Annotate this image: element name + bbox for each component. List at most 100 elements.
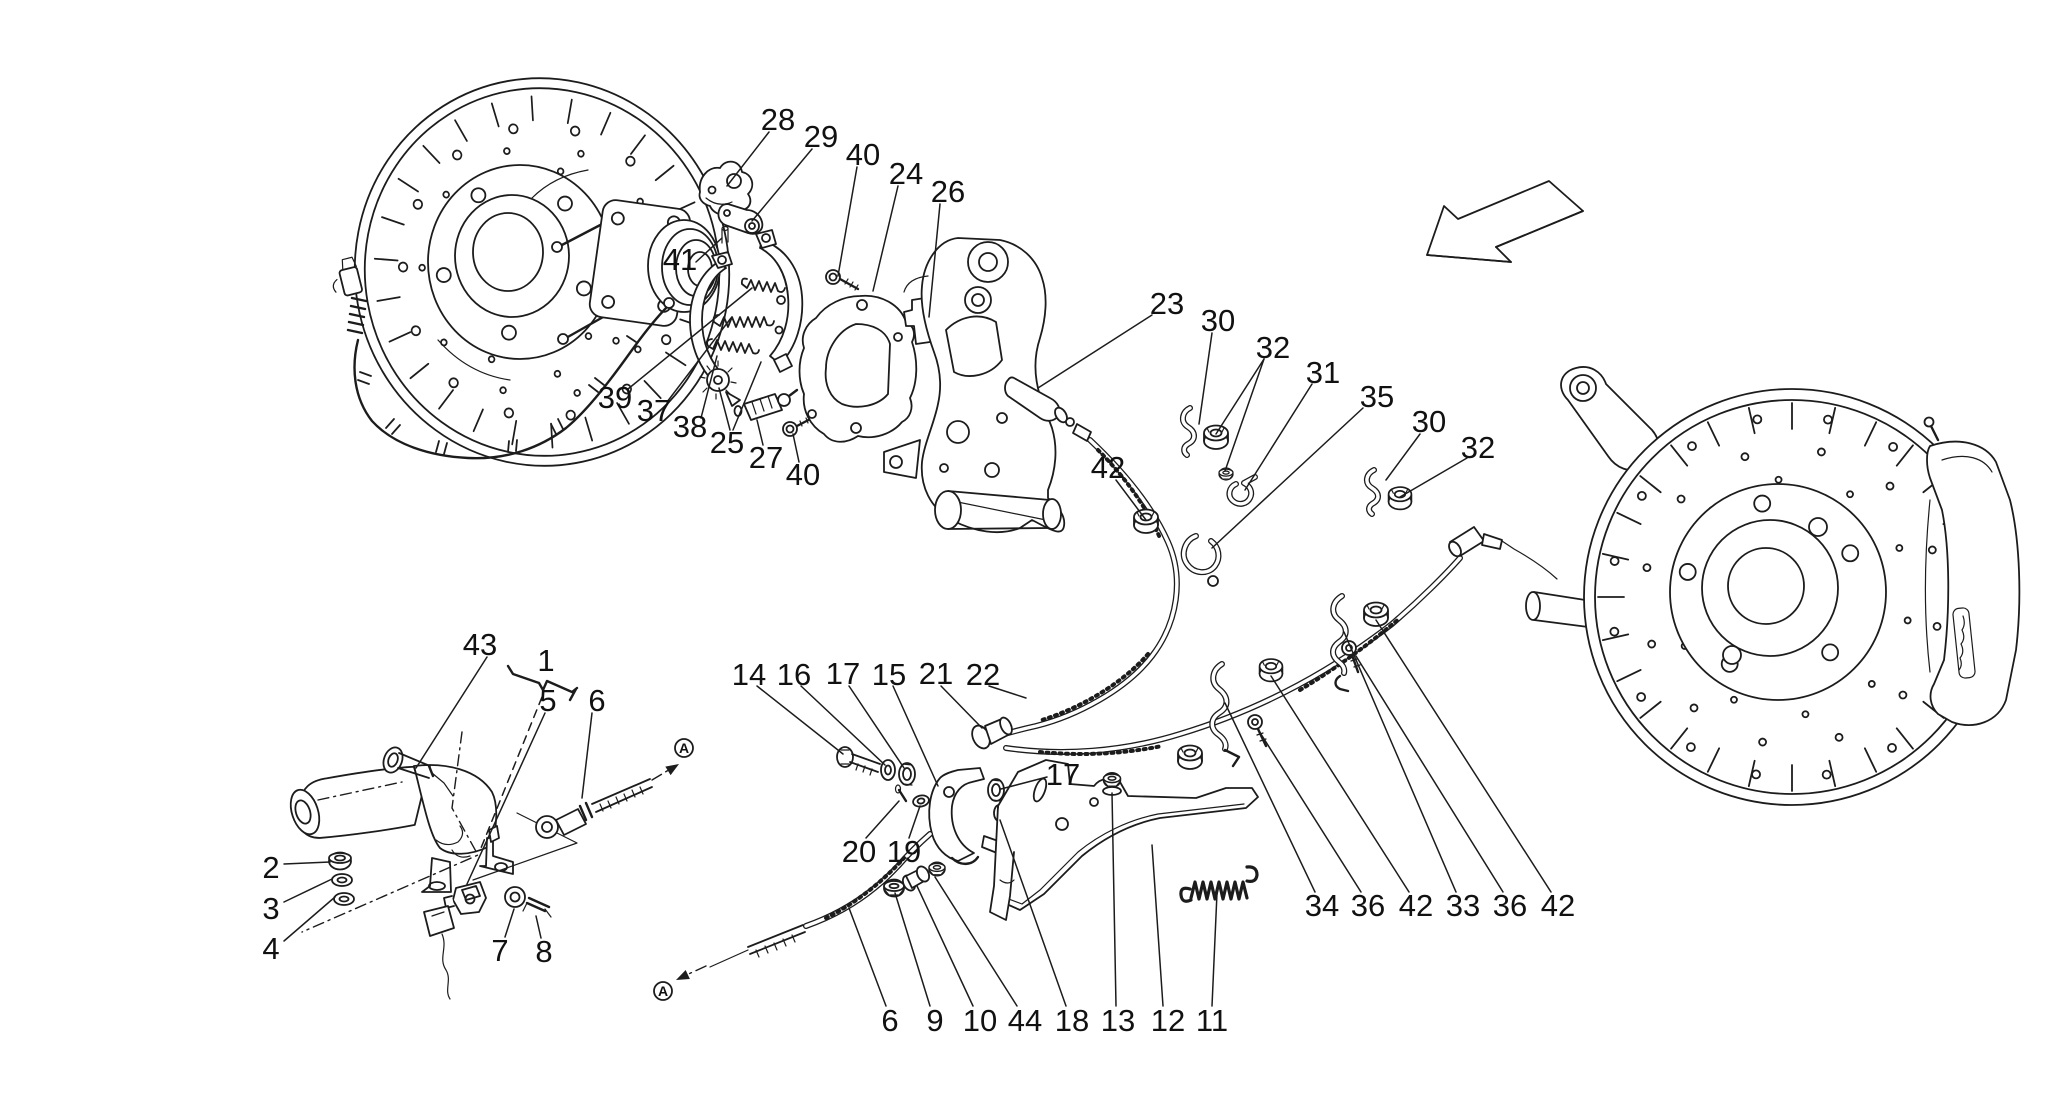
callout-25: 25 — [710, 361, 762, 460]
callout-40: 40 — [837, 137, 880, 277]
callout-42: 42 — [1270, 675, 1433, 923]
washer-3 — [331, 873, 353, 887]
callout-31: 31 — [1244, 355, 1340, 491]
callout-number: 20 — [842, 834, 876, 869]
callout-number: 16 — [777, 657, 811, 692]
callout-number: 1 — [537, 643, 554, 678]
marker-arrowhead — [665, 764, 679, 776]
wheel-hub-bearing — [551, 199, 721, 345]
callout-number: 39 — [598, 380, 632, 415]
callout-22: 22 — [966, 657, 1027, 699]
marker-letter: A — [658, 983, 668, 999]
callout-number: 21 — [919, 656, 953, 691]
callout-14: 14 — [732, 657, 844, 755]
callout-number: 10 — [963, 1003, 997, 1038]
callout-number: 33 — [1446, 888, 1480, 923]
cable-end-cone-23 — [1004, 376, 1092, 442]
mount-nut-2 — [328, 851, 352, 871]
s-hook-clamp-30a — [1180, 405, 1197, 458]
brake-caliper — [1923, 416, 2021, 726]
callout-33: 33 — [1343, 631, 1480, 923]
callout-37: 37 — [637, 317, 732, 428]
spring-37 — [712, 314, 775, 328]
bushing-7 — [504, 886, 526, 908]
pin-20 — [894, 784, 908, 803]
callout-12: 12 — [1151, 844, 1185, 1038]
callout-number: 8 — [535, 934, 552, 969]
callout-number: 15 — [872, 657, 906, 692]
assembly-1-bracket — [506, 664, 579, 702]
callout-2: 2 — [262, 850, 331, 885]
callout-number: 24 — [889, 156, 923, 191]
callout-number: 30 — [1412, 404, 1446, 439]
washer-4 — [333, 892, 355, 906]
callout-16: 16 — [777, 657, 886, 766]
bolt-14 — [836, 746, 881, 776]
callout-10: 10 — [916, 885, 997, 1038]
callout-30: 30 — [1385, 404, 1446, 481]
s-hook-clamp-30b — [1364, 467, 1381, 517]
callout-number: 22 — [966, 657, 1000, 692]
s-clamp-33 — [1330, 593, 1350, 693]
lever-foot-left — [421, 857, 452, 893]
callout-30: 30 — [1198, 303, 1235, 425]
callout-number: 17 — [826, 656, 860, 691]
callout-number: 40 — [846, 137, 880, 172]
callout-38: 38 — [673, 355, 718, 444]
clip-8 — [522, 896, 552, 918]
callout-number: 19 — [887, 834, 921, 869]
callout-number: 30 — [1201, 303, 1235, 338]
section-marker-A: A — [653, 965, 707, 1001]
p-clamp-31 — [1226, 474, 1258, 507]
callout-number: 13 — [1101, 1003, 1135, 1038]
callout-40: 40 — [786, 433, 820, 492]
section-marker-layer: AA — [651, 738, 707, 1001]
callout-number: 37 — [637, 393, 671, 428]
return-spring-11 — [1179, 865, 1259, 903]
callout-number: 5 — [539, 683, 556, 718]
handbrake-shoe-lever-28 — [698, 160, 754, 216]
support-bracket-12 — [989, 759, 1259, 921]
callout-8: 8 — [535, 915, 553, 969]
cable-barrel-21 — [971, 716, 1013, 750]
right-brake-disc-group — [1525, 366, 2021, 806]
spring-39 — [740, 277, 786, 293]
callout-28: 28 — [726, 102, 795, 187]
callout-36: 36 — [1355, 655, 1527, 923]
callout-23: 23 — [1037, 286, 1184, 389]
adjuster-barrel-10 — [901, 865, 931, 892]
callout-17: 17 — [1000, 757, 1080, 792]
callout-21: 21 — [919, 656, 983, 729]
marker-letter: A — [679, 740, 689, 756]
callout-number: 18 — [1055, 1003, 1089, 1038]
callout-6: 6 — [848, 907, 899, 1038]
marker-arrowhead — [676, 969, 690, 980]
callout-number: 43 — [463, 627, 497, 662]
callout-number: 31 — [1306, 355, 1340, 390]
callout-number: 11 — [1196, 1003, 1228, 1038]
cable-end-fitting-right — [1448, 526, 1558, 580]
callout-number: 25 — [710, 425, 744, 460]
callout-18: 18 — [999, 819, 1089, 1038]
callout-35: 35 — [1211, 379, 1394, 549]
callout-number: 42 — [1541, 888, 1575, 923]
callout-number: 9 — [926, 1003, 943, 1038]
rear-cable-to-equalizer — [709, 831, 933, 968]
lever-link-29 — [717, 203, 764, 235]
brake-shoes — [689, 229, 804, 385]
callout-number: 4 — [262, 931, 279, 966]
cable-clamps-and-cables — [991, 376, 1558, 770]
callout-number: 42 — [1091, 450, 1125, 485]
bolt-36a — [1247, 714, 1268, 748]
pivot-bolt-43 — [382, 746, 454, 797]
callout-19: 19 — [887, 805, 921, 869]
callout-number: 12 — [1151, 1003, 1185, 1038]
cable-guide-35 — [1180, 533, 1222, 587]
callout-41: 41 — [663, 237, 723, 277]
callout-number: 2 — [262, 850, 279, 885]
callout-number: 6 — [588, 683, 605, 718]
callout-32: 32 — [1399, 430, 1495, 498]
callout-number: 26 — [931, 174, 965, 209]
callout-number: 34 — [1305, 888, 1339, 923]
